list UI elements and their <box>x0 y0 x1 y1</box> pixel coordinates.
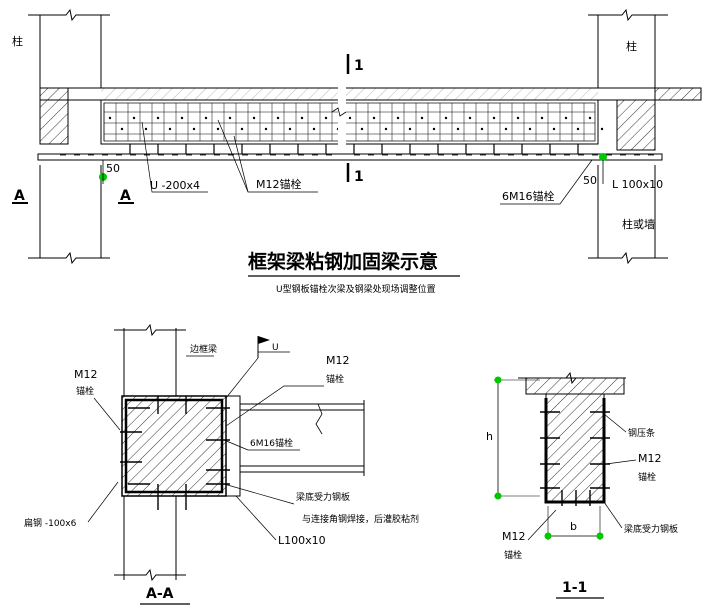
steel-beam <box>240 400 365 476</box>
drawing-title: 框架梁粘钢加固梁示意 <box>248 250 438 273</box>
marker-a-left: A <box>14 188 25 204</box>
dim-marker-right <box>599 153 607 161</box>
column-label-right: 柱 <box>626 39 637 53</box>
m16-label: 6M16锚栓 <box>250 437 293 449</box>
weld-symbol: U <box>272 343 279 353</box>
edge-beam-label: 边框梁 <box>190 343 217 355</box>
column-or-wall-label: 柱或墙 <box>622 217 655 231</box>
aa-anchor-bolts <box>120 396 230 510</box>
m12-11-left-1: M12 <box>502 530 526 543</box>
m12-11-left-2: 锚栓 <box>504 549 522 561</box>
beam-body <box>100 99 599 145</box>
m12-11-right-2: 锚栓 <box>638 471 656 483</box>
m12-left-1: M12 <box>74 368 98 381</box>
bottom-plate-label: 梁底受力钢板 <box>296 491 350 503</box>
section-aa: 边框梁 U M12 锚栓 M12 锚栓 6M16锚栓 梁底受力钢板 与连接角钢焊… <box>24 323 419 605</box>
plate-anchors <box>60 144 654 156</box>
m12-right-2: 锚栓 <box>326 373 344 385</box>
column-label-left: 柱 <box>12 34 23 48</box>
section-11: h b 钢压条 M12 锚栓 梁底受力钢板 M12 锚栓 1-1 <box>486 371 678 599</box>
bottom-steel-plate <box>37 153 663 161</box>
m12-anchor-label: M12锚栓 <box>256 177 302 191</box>
m12-left-2: 锚栓 <box>76 385 94 397</box>
dim-right: 50 <box>583 174 597 187</box>
bottom-plate-11-label: 梁底受力钢板 <box>624 523 678 535</box>
m12-11-right-1: M12 <box>638 452 662 465</box>
drawing-subtitle: U型钢板锚栓次梁及钢梁处现场调整位置 <box>276 283 436 295</box>
section-mark-top: 1 <box>354 58 364 74</box>
m16-anchor-label: 6M16锚栓 <box>502 189 555 203</box>
beam-elevation: 1 1 柱 柱 50 50 A A U -200x4 M12锚栓 6M16锚栓 … <box>12 8 702 295</box>
section-mark-bottom: 1 <box>354 169 364 185</box>
angle-label: L 100x10 <box>612 178 663 191</box>
anchor-grid <box>103 102 604 142</box>
angle-aa-label: L100x10 <box>278 534 326 547</box>
beam-section-11 <box>545 393 605 503</box>
marker-a-right: A <box>120 188 131 204</box>
left-column <box>28 8 110 265</box>
flat-steel-label: 扁钢 -100x6 <box>24 517 77 529</box>
b-dim: b <box>570 520 577 533</box>
u-plate-label: U -200x4 <box>150 179 200 192</box>
beam-section-aa <box>121 395 227 497</box>
dim-left: 50 <box>106 162 120 175</box>
section-aa-label: A-A <box>146 586 174 602</box>
section-11-label: 1-1 <box>562 580 587 596</box>
s11-anchor-bolts <box>540 411 610 506</box>
weld-note: 与连接角钢焊接，后灌胶粘剂 <box>302 513 419 525</box>
m12-right-1: M12 <box>326 354 350 367</box>
h-dim: h <box>486 430 493 443</box>
pressure-strip-label: 钢压条 <box>628 427 655 439</box>
